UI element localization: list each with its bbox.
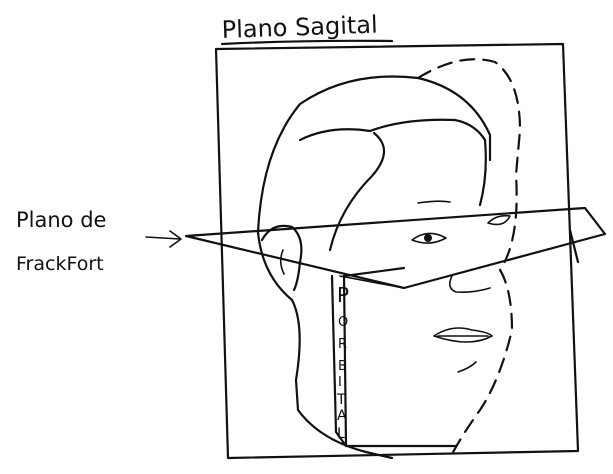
orbital-letter-5: I bbox=[338, 375, 342, 390]
frankfort-plane bbox=[186, 208, 605, 288]
frankfort-arrow-icon bbox=[146, 231, 181, 247]
sagittal-plane-label: Plano Sagital bbox=[221, 11, 392, 44]
head-sketch bbox=[258, 59, 520, 458]
orbital-plane-label: P O R B I T A L bbox=[336, 283, 349, 442]
orbital-letter-2: O bbox=[338, 315, 348, 330]
frankfort-label-line2: FrackFort bbox=[16, 253, 104, 275]
mouth-icon bbox=[434, 328, 492, 342]
orbital-letter-3: R bbox=[338, 337, 347, 352]
orbital-letter-1: P bbox=[337, 283, 349, 307]
orbital-letter-6: T bbox=[336, 392, 346, 408]
sagittal-plane-label-text: Plano Sagital bbox=[221, 11, 378, 44]
orbital-letter-8: L bbox=[337, 426, 345, 442]
pupil-icon bbox=[424, 234, 432, 242]
frankfort-label-line1: Plano de bbox=[16, 208, 106, 232]
frankfort-plane-label: Plano de FrackFort bbox=[16, 208, 181, 275]
sagittal-plane bbox=[216, 44, 578, 458]
orbital-letter-7: A bbox=[337, 408, 347, 424]
orbital-plane bbox=[332, 230, 578, 446]
orbital-letter-4: B bbox=[338, 359, 347, 374]
nose-icon bbox=[450, 276, 490, 292]
